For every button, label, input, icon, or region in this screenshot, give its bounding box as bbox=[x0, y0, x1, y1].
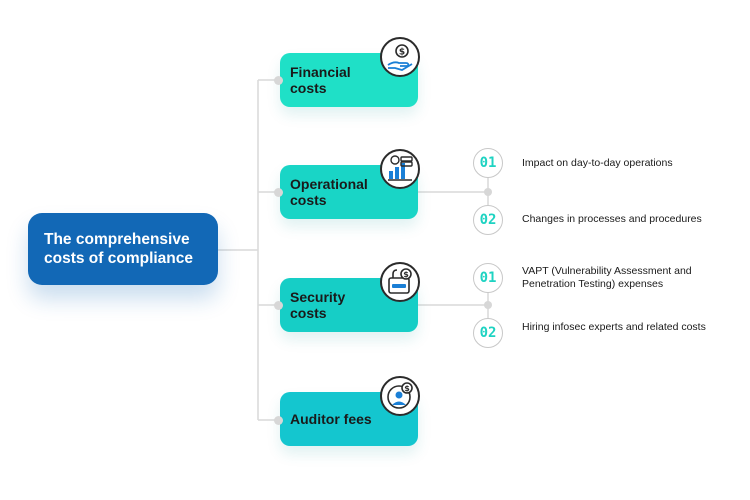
auditor-dollar-icon: $ bbox=[380, 376, 420, 416]
hand-coin-icon: $ bbox=[380, 37, 420, 77]
category-label: Security costs bbox=[290, 289, 346, 321]
connector-dot bbox=[274, 416, 283, 425]
connector-dot bbox=[274, 188, 283, 197]
dollar-lock-icon: $ bbox=[380, 262, 420, 302]
step-number-badge: 02 bbox=[473, 318, 503, 348]
step-number-badge: 02 bbox=[473, 205, 503, 235]
svg-text:$: $ bbox=[399, 48, 405, 58]
category-label: Financial costs bbox=[290, 64, 351, 96]
svg-text:$: $ bbox=[403, 270, 409, 279]
detail-text: Changes in processes and procedures bbox=[522, 213, 702, 225]
step-number-badge: 01 bbox=[473, 148, 503, 178]
root-node: The comprehensive costs of compliance bbox=[28, 213, 218, 285]
root-label: The comprehensive costs of compliance bbox=[44, 231, 194, 267]
step-number: 01 bbox=[479, 270, 497, 286]
step-number-badge: 01 bbox=[473, 263, 503, 293]
svg-text:$: $ bbox=[404, 384, 410, 393]
category-label: Auditor fees bbox=[290, 411, 372, 427]
server-chart-icon bbox=[380, 149, 420, 189]
detail-text: VAPT (Vulnerability Assessment and Penet… bbox=[522, 265, 692, 290]
step-number: 02 bbox=[479, 325, 497, 341]
connector-dot bbox=[274, 301, 283, 310]
connector-dot bbox=[274, 76, 283, 85]
step-number: 01 bbox=[479, 155, 497, 171]
category-label: Operational costs bbox=[290, 176, 368, 208]
step-number: 02 bbox=[479, 212, 497, 228]
detail-text: Impact on day-to-day operations bbox=[522, 157, 673, 169]
detail-text: Hiring infosec experts and related costs bbox=[522, 321, 706, 333]
